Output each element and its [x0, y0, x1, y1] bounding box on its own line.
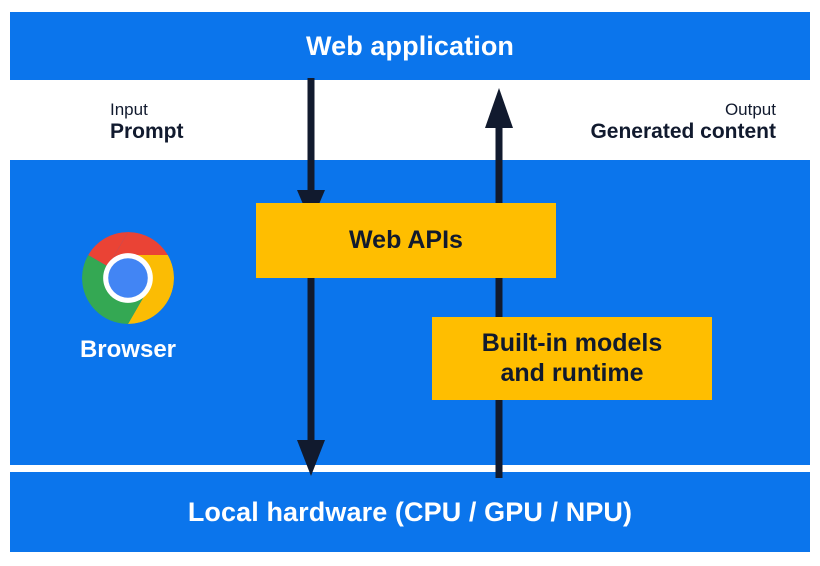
local-hardware-label: Local hardware (CPU / GPU / NPU) — [187, 497, 633, 527]
chrome-green-arc — [82, 255, 148, 324]
chrome-yellow-arc — [128, 255, 174, 324]
browser-label: Browser — [79, 336, 177, 363]
output-flow-arrow — [485, 88, 513, 478]
output-label-group: Output Generated content — [590, 100, 776, 145]
input-kind-label: Input — [110, 100, 148, 119]
chrome-logo-icon — [82, 232, 174, 324]
band-web-application — [10, 12, 810, 80]
browser-group: Browser — [56, 232, 200, 362]
chrome-red-arc-left — [88, 232, 128, 267]
box-builtin-models[interactable]: Built-in models and runtime — [432, 317, 712, 400]
chrome-blue-core — [108, 258, 148, 298]
builtin-models-label: Built-in models and runtime — [481, 329, 663, 387]
box-web-apis[interactable]: Web APIs — [256, 203, 556, 278]
web-apis-label: Web APIs — [349, 225, 463, 254]
output-value-label: Generated content — [590, 120, 776, 144]
chrome-red-arc — [108, 232, 168, 267]
output-kind-label: Output — [724, 100, 776, 119]
band-local-hardware — [10, 472, 810, 552]
input-value-label: Prompt — [110, 120, 184, 144]
web-application-label: Web application — [305, 31, 515, 61]
input-label-group: Input Prompt — [110, 100, 184, 145]
input-flow-arrow — [297, 78, 325, 476]
